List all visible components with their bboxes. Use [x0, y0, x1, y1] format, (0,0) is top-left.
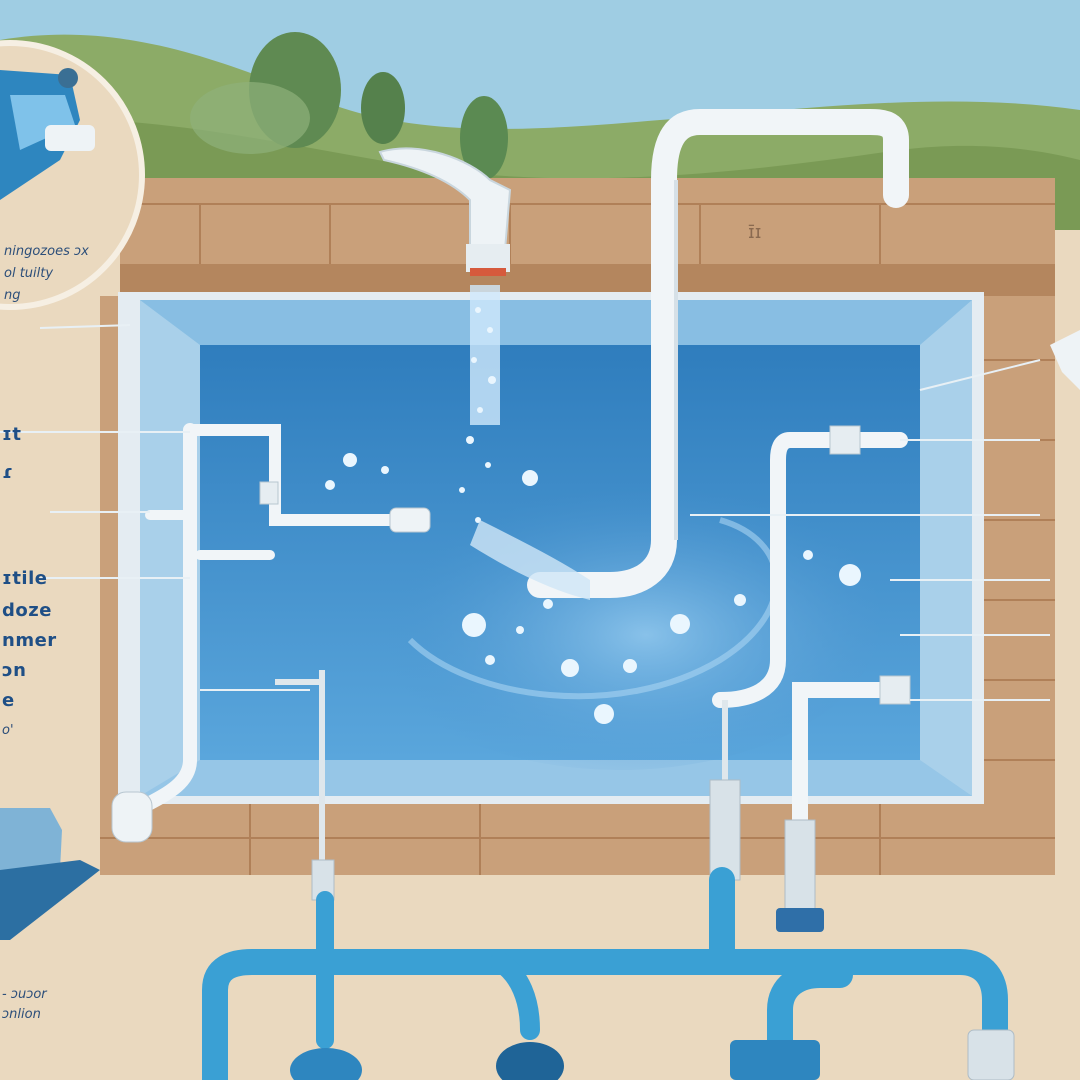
underground-pipes: [202, 867, 1008, 1080]
return-nozzle: [470, 520, 590, 600]
edge-nozzle-icon: [1050, 330, 1080, 390]
deck-band: [120, 264, 1055, 296]
pool-floor-perspective: [140, 300, 972, 345]
inset-callout: [0, 40, 145, 310]
inset-caption-line-2: ol tuilty: [4, 266, 54, 281]
faucet-icon: [378, 147, 512, 276]
valve-icon: [829, 425, 911, 705]
deck-mark: ɪ̄ɪ: [748, 222, 762, 243]
valve-icon: [111, 481, 431, 843]
tree-icon: [361, 72, 405, 144]
tree-icon: [460, 96, 508, 180]
swirl-stroke: [407, 517, 780, 700]
bubbles: [325, 453, 861, 724]
left-label: nmer: [2, 630, 57, 651]
left-label: ɾ: [2, 462, 14, 483]
left-label: o': [2, 723, 14, 738]
left-label: ɔn: [2, 660, 27, 681]
tree-icon: [190, 32, 341, 154]
inset-caption-line-1: ningozoes ɔx: [4, 244, 89, 259]
left-label: e: [2, 690, 15, 711]
return-pipe-s: [527, 109, 909, 598]
deck-top: [120, 178, 1055, 278]
bottom-left-caption-line-1: - ɔuɔor: [2, 987, 47, 1002]
left-label: doze: [2, 600, 52, 621]
valve-icon: [311, 779, 824, 932]
left-label: ɪt: [2, 424, 22, 445]
right-pipe-network: [712, 432, 908, 828]
water-stream: [459, 285, 500, 523]
inset-caption-line-3: ng: [4, 288, 21, 303]
bottom-left-caption-line-2: ɔnlion: [2, 1007, 41, 1022]
left-label: ɪtile: [2, 568, 48, 589]
pump-icon: [290, 1029, 1015, 1080]
filter-tank-icon: [0, 808, 100, 940]
pool-floor-bottom: [140, 760, 972, 796]
deck-right: [980, 296, 1055, 856]
leader-lines: [0, 324, 1050, 701]
